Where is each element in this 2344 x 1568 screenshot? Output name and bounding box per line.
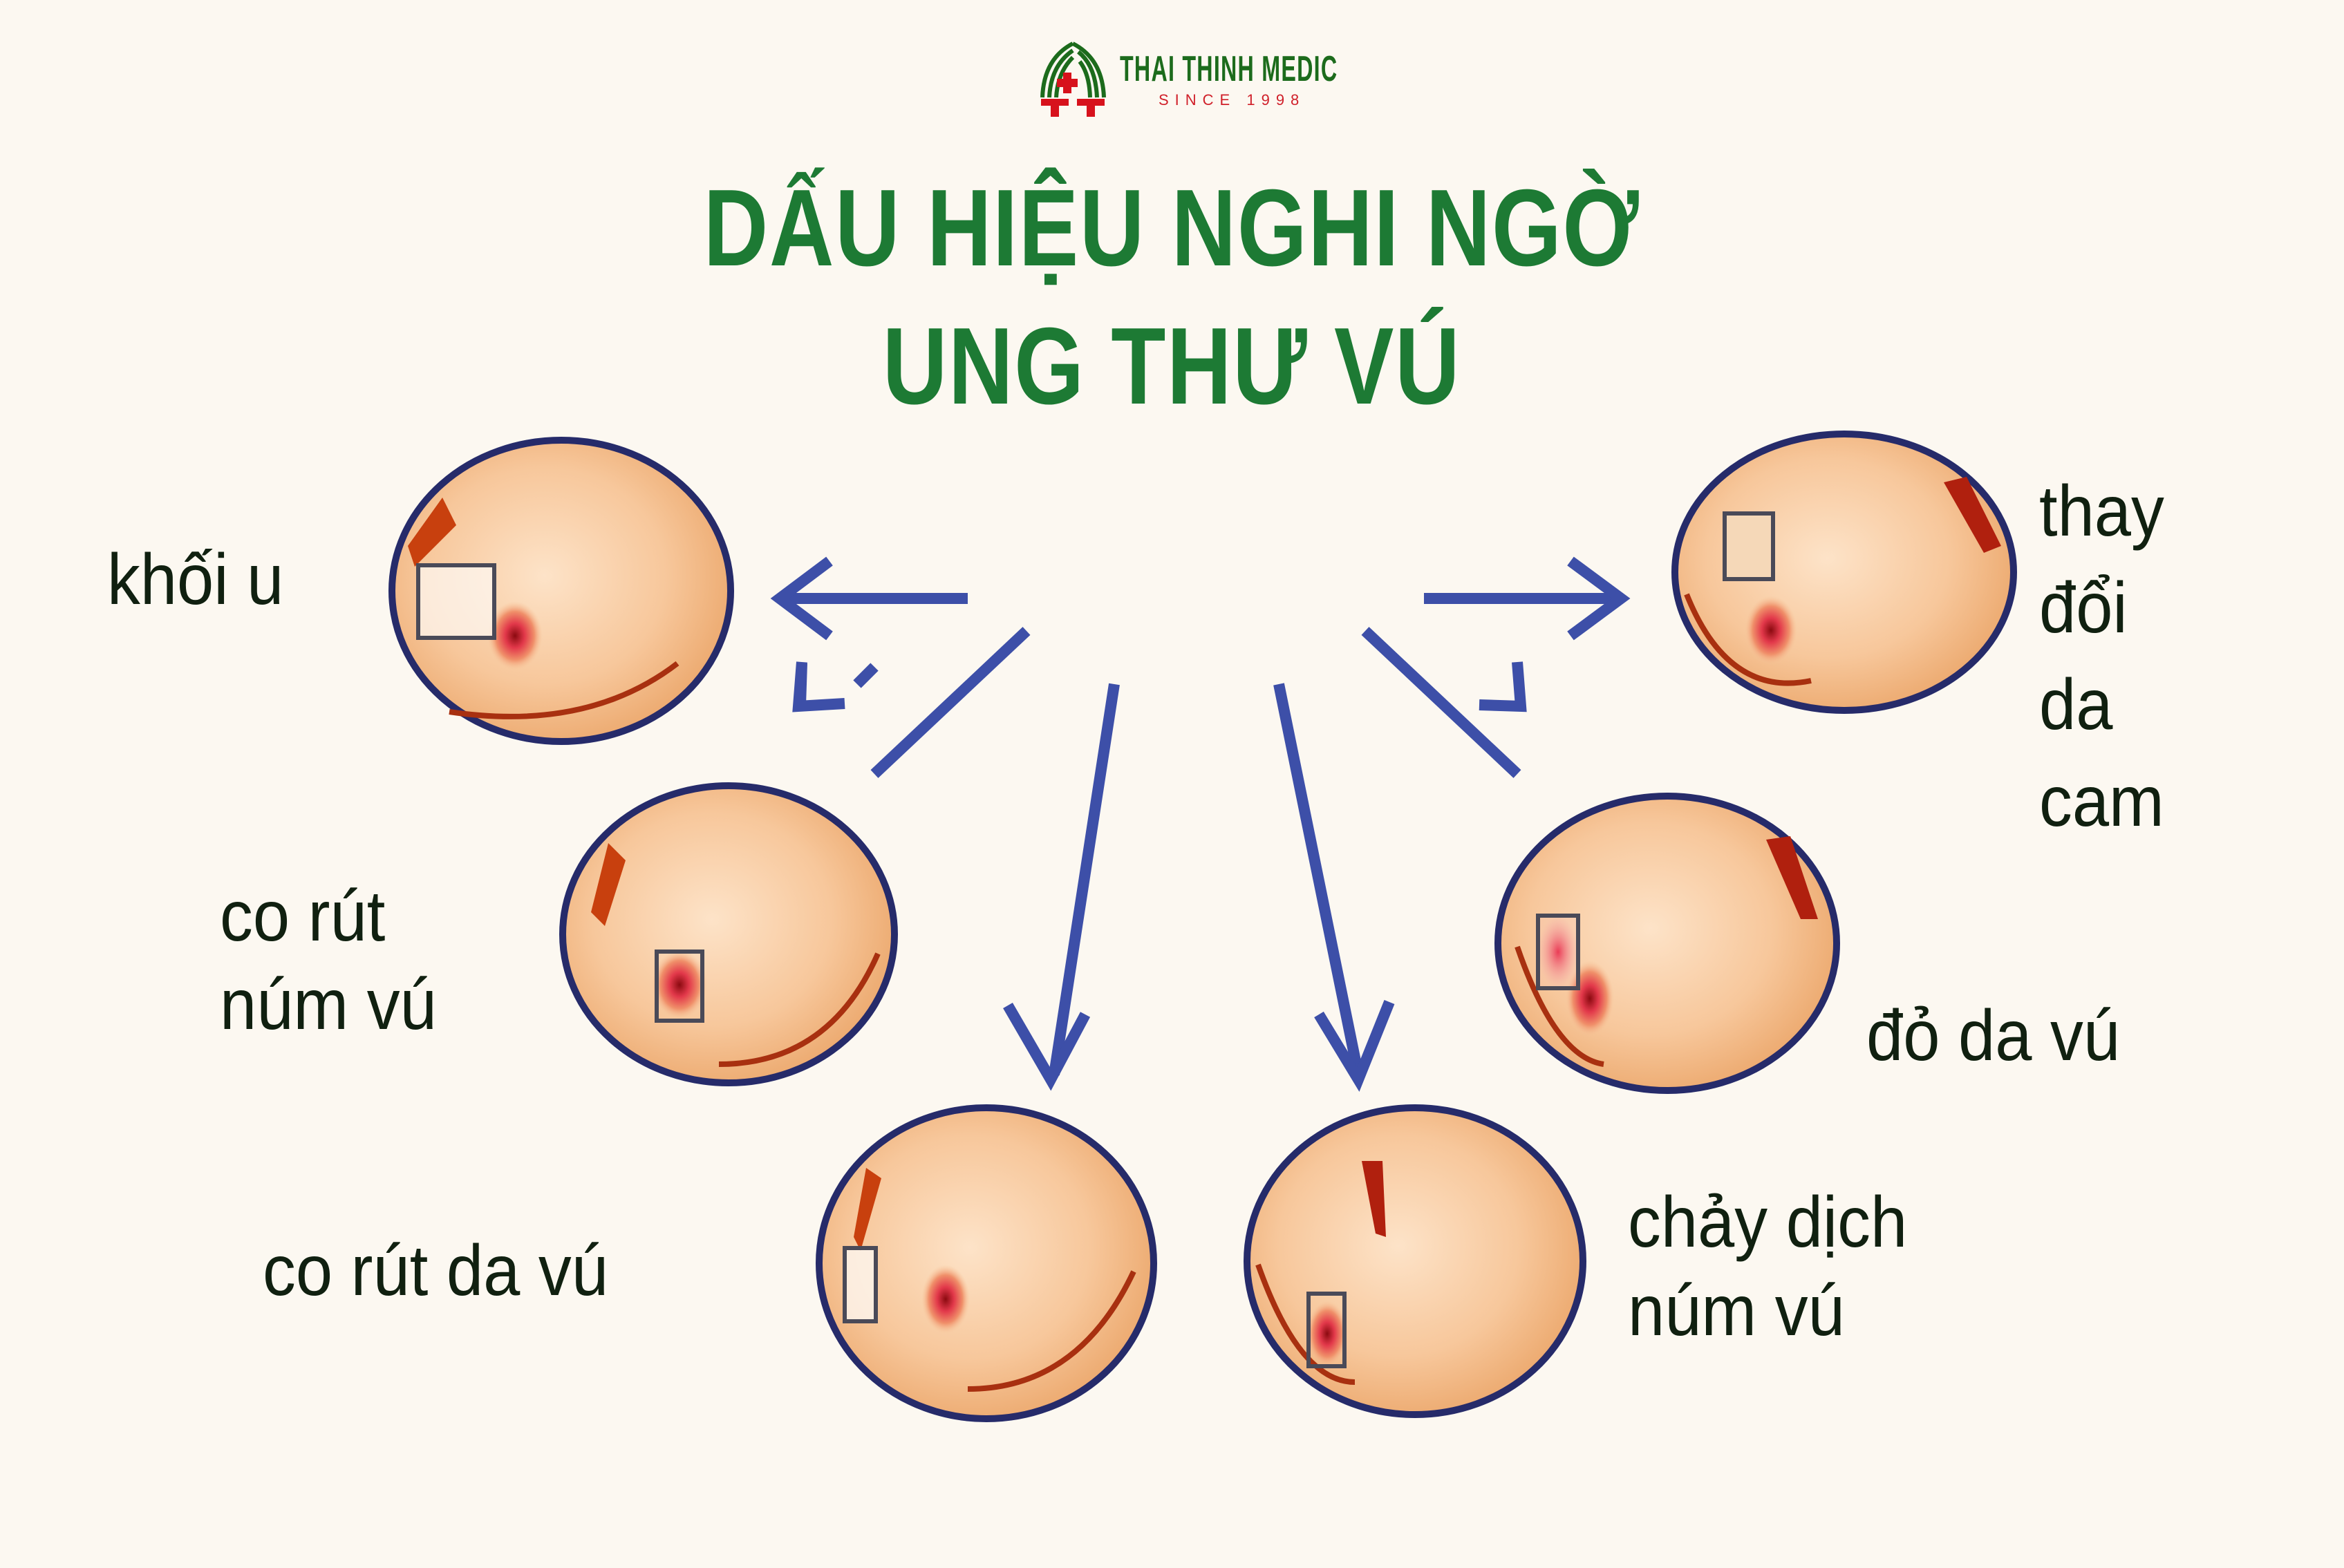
breast-illustration-nipple-discharge	[1244, 1104, 1586, 1418]
thai-thinh-logo-icon	[1040, 41, 1106, 117]
sign-label-lump: khối u	[107, 540, 284, 620]
page-title-line-1: DẤU HIỆU NGHI NGỜ	[704, 167, 1640, 289]
breast-illustration-orange-peel	[1671, 431, 2017, 714]
sign-label-red-skin: đỏ da vú	[1866, 996, 2121, 1076]
sign-label-orange-peel: thay đổi da cam	[2039, 471, 2164, 842]
brand-name: THAI THINH MEDIC	[1120, 49, 1338, 89]
sign-label-nipple-discharge: chảy dịch núm vú	[1628, 1182, 1908, 1351]
arrow-down-long-left-icon	[1003, 683, 1120, 1091]
brand-tagline: SINCE 1998	[1159, 91, 1306, 108]
sign-label-nipple-retraction: co rút núm vú	[220, 876, 437, 1045]
breast-illustration-skin-retraction	[816, 1104, 1157, 1422]
breast-illustration-nipple-retraction	[559, 782, 898, 1086]
arrow-group	[770, 556, 1631, 1092]
arrow-down-long-right-icon	[1273, 683, 1395, 1092]
arrow-right-icon	[1424, 556, 1631, 641]
arrow-left-icon	[770, 556, 968, 641]
breast-illustration-lump	[388, 437, 734, 745]
arrow-down-right-icon	[1361, 627, 1527, 778]
sign-label-skin-retraction: co rút da vú	[263, 1231, 608, 1311]
breast-illustration-red-skin	[1494, 793, 1840, 1094]
page-title-line-2: UNG THƯ VÚ	[883, 305, 1461, 427]
arrow-down-left-icon	[792, 627, 1031, 778]
